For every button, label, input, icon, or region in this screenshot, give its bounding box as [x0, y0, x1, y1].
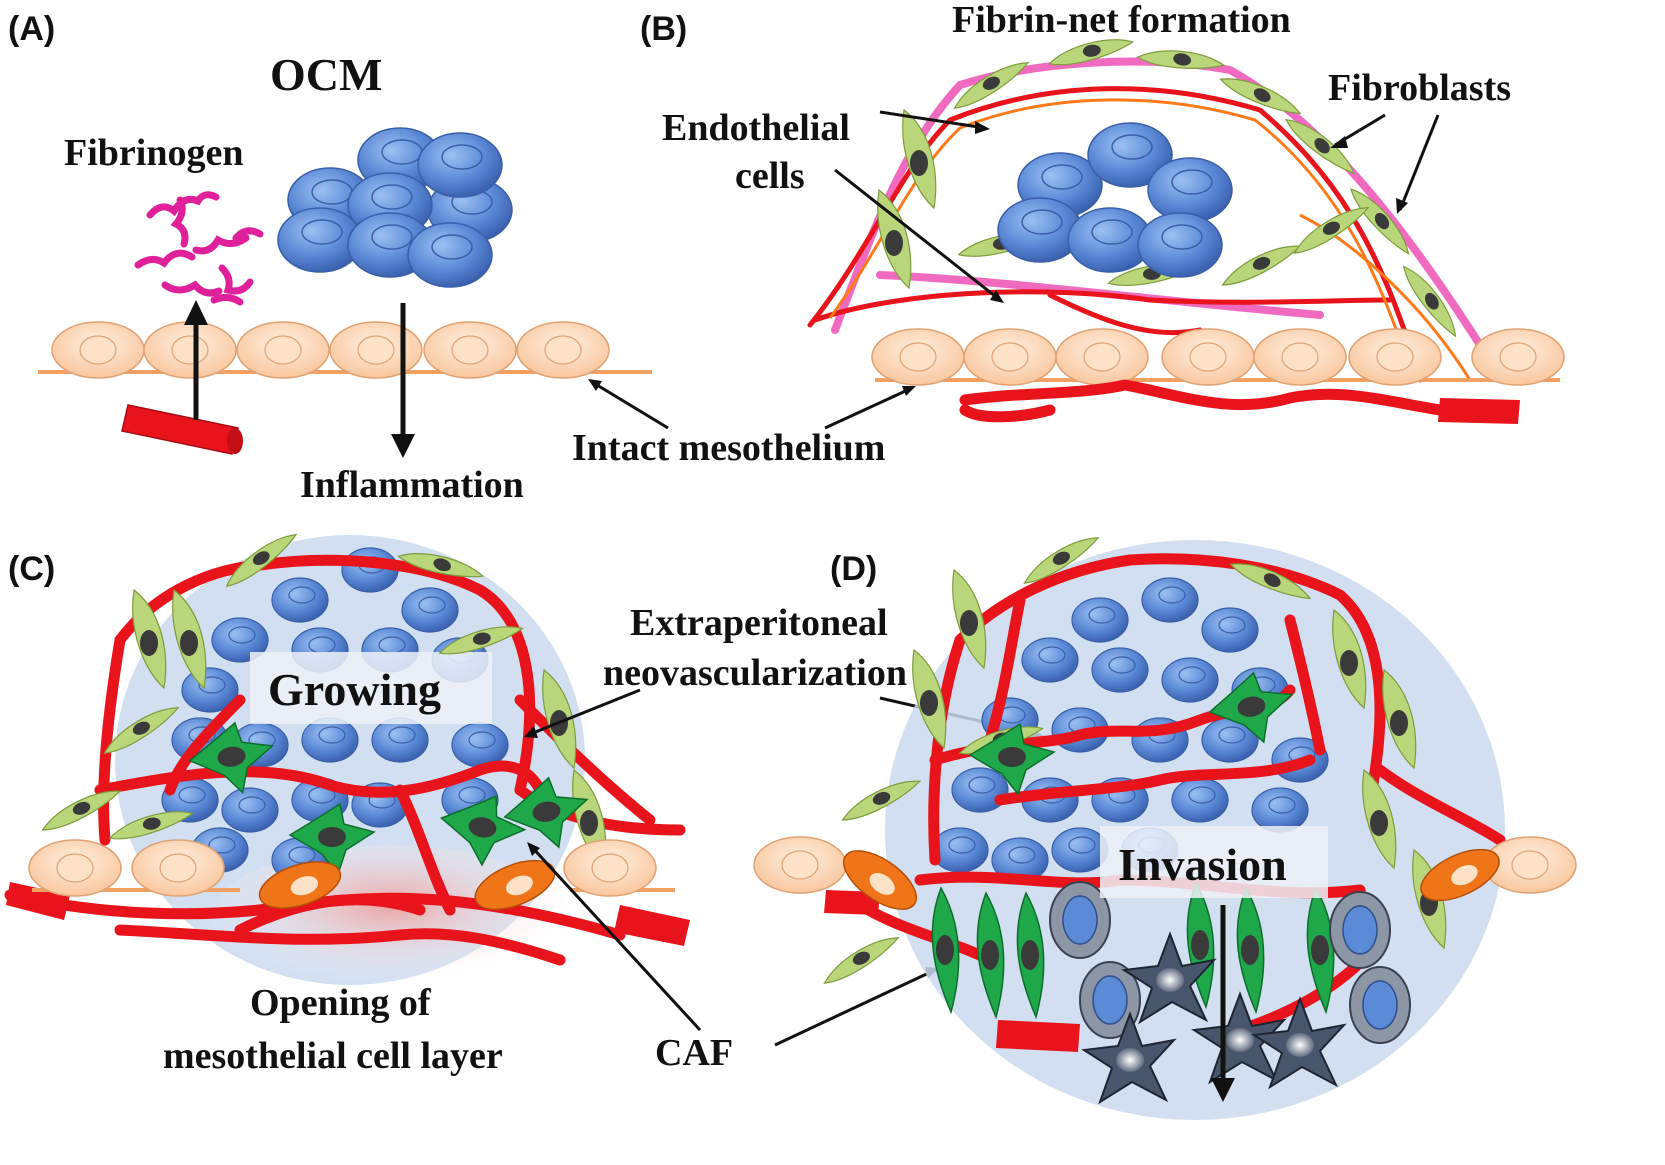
fibroblasts-label: Fibroblasts [1328, 67, 1511, 109]
fibrin-net [831, 57, 1484, 349]
fibrin-net-label: Fibrin-net formation [952, 0, 1291, 41]
blood-vessel-a [121, 404, 243, 455]
blood-vessel-b [959, 379, 1520, 424]
opening-label-line2: mesothelial cell layer [163, 1035, 503, 1077]
invasion-label: Invasion [1118, 839, 1287, 890]
fibrinogen-molecules [134, 191, 264, 306]
panel-b: (B) Fibrin-net formation Fibroblasts End… [640, 0, 1565, 424]
endothelial-label-line2: cells [735, 155, 805, 197]
panel-d: (D) [753, 532, 1577, 1120]
neo-label-line2: neovascularization [603, 652, 907, 694]
tumor-spheroid-b [997, 122, 1233, 278]
growing-label: Growing [268, 664, 441, 715]
fibroblast-arrow-2 [1398, 114, 1440, 211]
panel-a-title: OCM [270, 49, 382, 100]
neovessels-c [4, 554, 690, 966]
mesothelium-c [28, 839, 675, 921]
panel-a: (A) OCM Fibrinogen [8, 10, 652, 506]
endothelial-label-line1: Endothelial [662, 107, 850, 149]
opening-label-line1: Opening of [250, 982, 432, 1024]
growing-label-box [250, 652, 492, 724]
inflammation-label: Inflammation [300, 464, 524, 506]
mesothelium-b [871, 328, 1565, 386]
intact-mesothelium-callout: Intact mesothelium [572, 379, 916, 469]
panel-b-letter: (B) [640, 10, 687, 48]
panel-d-letter: (D) [830, 550, 877, 588]
mesothelium-a [38, 321, 652, 379]
neovascularization-callout: Extraperitoneal neovascularization [524, 602, 1044, 741]
intact-mesothelium-label: Intact mesothelium [572, 427, 885, 469]
panel-c: (C) Growing [4, 529, 690, 1077]
tumor-spheroid-a [277, 127, 513, 288]
endothelial-arrow-1 [879, 110, 986, 130]
neo-label-line1: Extraperitoneal [630, 602, 888, 644]
caf-label: CAF [655, 1032, 733, 1074]
panel-a-letter: (A) [8, 10, 55, 48]
fibrinogen-label: Fibrinogen [64, 132, 243, 174]
endothelial-arrow-2 [834, 168, 1001, 302]
panel-c-letter: (C) [8, 550, 55, 588]
invasion-label-box [1100, 826, 1328, 898]
